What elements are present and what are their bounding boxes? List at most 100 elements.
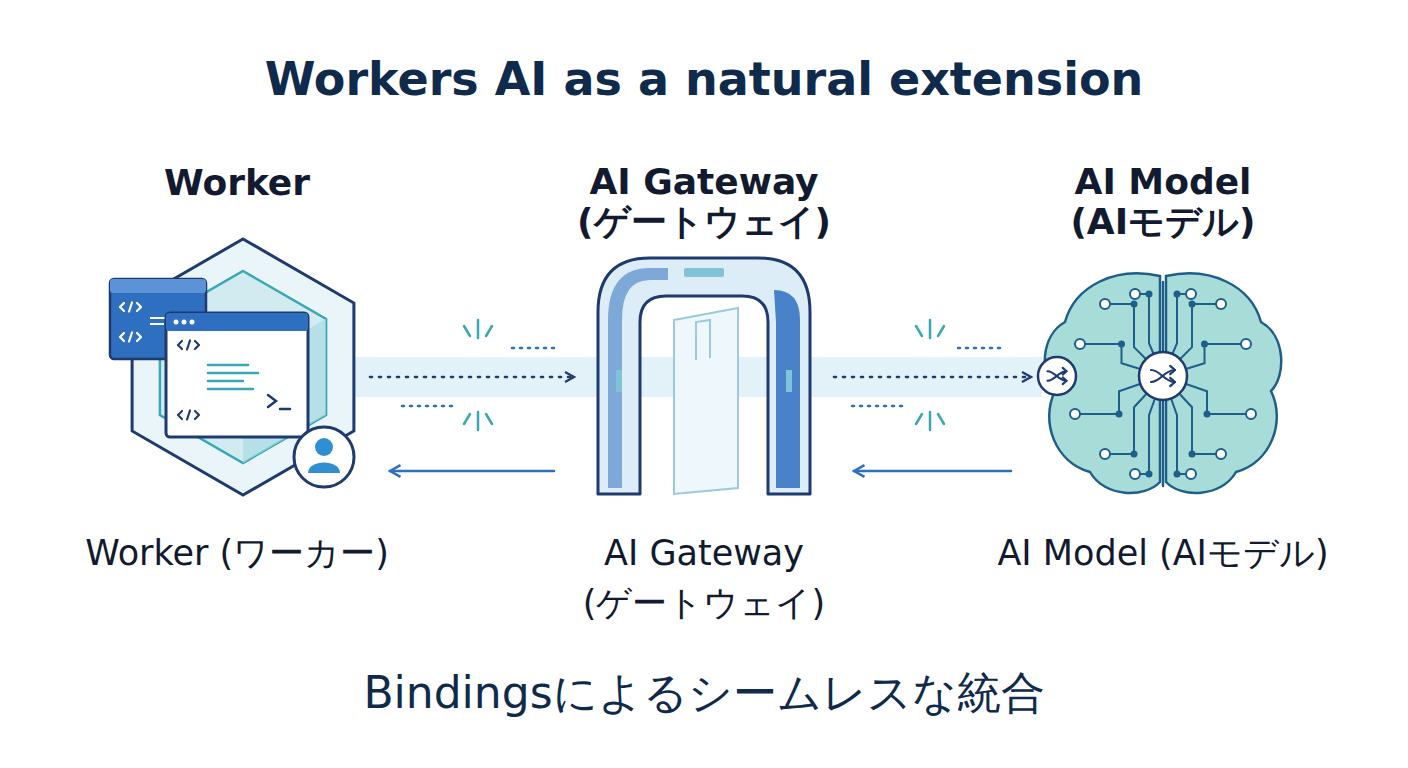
worker-node: WorkerWorker (ワーカー) [108,235,366,500]
dotted-streaks-part [852,405,902,408]
worker-illustration-part-part [174,320,179,325]
worker-illustration-part-part [187,341,190,350]
gateway-illustration-part [674,308,738,494]
worker-illustration-part-part [178,411,182,419]
brain-illustration-part [1246,409,1256,419]
sparkle-marks-part [938,326,944,336]
sparkle-marks-part [486,414,492,424]
gateway-illustration-part [598,258,810,494]
gateway-illustration-part-part [786,370,792,392]
brain-illustration-part [1204,411,1211,418]
brain-illustration-part [1241,339,1251,349]
worker-illustration-part-part [120,303,124,311]
worker-illustration-part [166,313,308,437]
worker-illustration-part-part [208,380,243,383]
worker-illustration-part-part [129,303,132,312]
worker-illustration-part-part [208,372,258,375]
worker-illustration-part [174,320,195,325]
worker-illustration-part-part [182,320,187,325]
worker-illustration-part [315,438,333,456]
worker-illustration-part-part [150,323,164,325]
sparkle-marks-part [916,326,922,336]
dotted-streaks-part [958,347,1006,350]
worker-illustration-part-part [280,408,290,411]
gateway-illustration-part [684,268,724,277]
flow-arrow [370,376,574,379]
worker-illustration-part-part [137,333,141,341]
brain-illustration-part [1139,352,1187,400]
node-label: AI Gateway (ゲートウェイ) [524,528,884,628]
worker-illustration-part-part [190,320,195,325]
brain-illustration-part-part [1170,366,1175,374]
brain-illustration-part [1116,411,1123,418]
brain-illustration-part [1075,339,1085,349]
brain-illustration-part [1075,282,1251,486]
diagram-caption: Bindingsによるシームレスな統合 [0,664,1408,723]
sparkle-marks-part [916,414,922,424]
gateway-illustration-part-part [616,370,622,392]
brain-illustration-part [1130,469,1140,479]
sparkle-marks-part [929,412,932,430]
worker-illustration-part-part [137,303,141,311]
brain-illustration-part [1174,291,1181,298]
sparkle-marks-part [938,414,944,424]
gateway-illustration-part [774,290,800,488]
node-label: AI Model (AIモデル) [983,528,1343,578]
sparkle-marks-part [464,326,470,336]
flow-arrow [834,376,1031,379]
worker-illustration-part-part [208,388,253,391]
worker-illustration-part [120,303,141,312]
brain-illustration-part [1048,368,1067,384]
brain-illustration-part [1146,471,1153,478]
worker-illustration-part-part [195,411,199,419]
worker-illustration-part [110,279,206,293]
node-heading: AI Model (AIモデル) [983,162,1343,242]
worker-illustration-part [166,313,308,331]
brain-illustration-part [1189,451,1196,458]
brain-illustration-part [1131,301,1138,308]
worker-illustration-part [268,395,290,409]
gateway-illustration [578,250,830,498]
gateway-illustration-part [616,370,792,392]
sparkle-marks-part [486,326,492,336]
brain-illustration-part [1038,357,1076,395]
brain-illustration-part [1174,471,1181,478]
worker-illustration-part [294,427,354,487]
worker-illustration-part-part [208,364,248,367]
worker-illustration [108,235,366,500]
brain-illustration-part [1146,291,1153,298]
worker-illustration-part-part [178,341,182,349]
dotted-streaks-part [512,347,560,350]
brain-illustration [1035,264,1291,502]
worker-illustration-part-part [268,395,276,407]
flow-arrow [390,470,554,473]
worker-illustration-part [178,341,199,350]
brain-illustration-part [1216,299,1226,309]
model-node: AI Model (AIモデル)AI Model (AIモデル) [1035,264,1291,502]
brain-illustration-part [1201,341,1208,348]
sparkle-marks-part [464,414,470,424]
sparkle-marks-part [929,320,932,338]
brain-illustration-part [1216,449,1226,459]
flow-arrow [854,470,1011,473]
brain-illustration-part [1070,409,1080,419]
dotted-streaks-part [402,405,452,408]
worker-illustration-part-part [187,411,190,420]
worker-illustration-part-part [120,333,124,341]
node-heading: AI Gateway (ゲートウェイ) [524,162,884,242]
brain-illustration-part [1131,451,1138,458]
worker-illustration-part [132,239,354,495]
node-label: Worker (ワーカー) [57,528,417,578]
brain-illustration-part [1151,366,1175,386]
brain-illustration-part [1186,289,1196,299]
node-heading: Worker [57,162,417,204]
worker-illustration-part-part [129,333,132,342]
brain-illustration-part [1189,301,1196,308]
diagram-title: Workers AI as a natural extension [0,52,1408,106]
brain-illustration-part [1100,449,1110,459]
sparkle-marks-part [477,320,480,338]
gateway-illustration-part [696,320,710,360]
